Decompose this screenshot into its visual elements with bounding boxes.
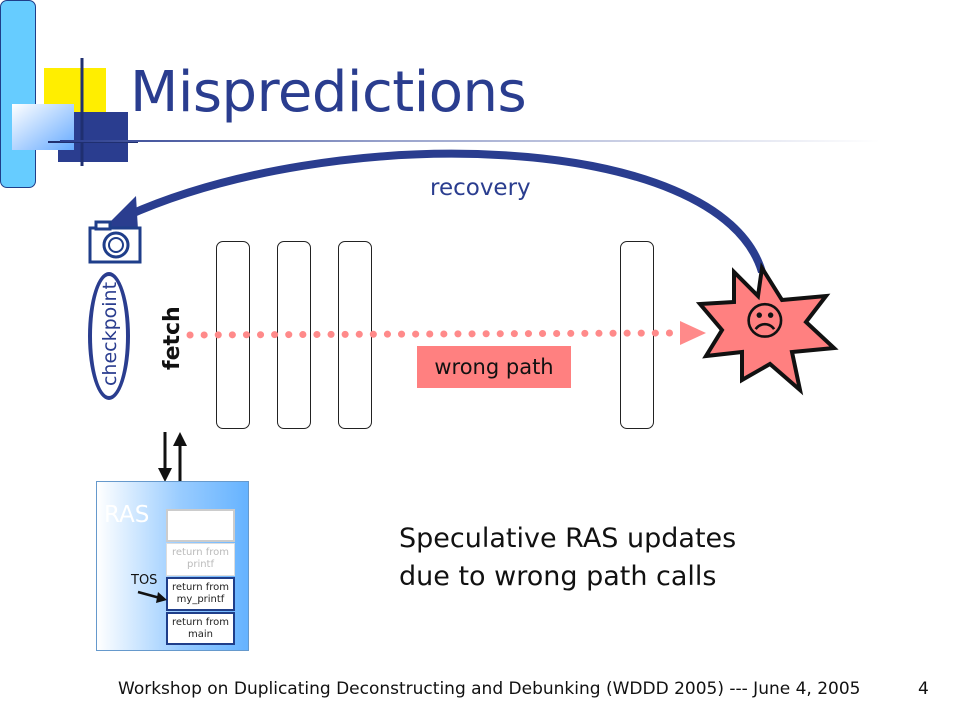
ras-entry-printf: return from printf — [166, 543, 235, 576]
speculative-line-2: due to wrong path calls — [399, 561, 717, 592]
checkpoint-ellipse — [88, 272, 130, 400]
fetch-to-ras-arrowhead — [158, 468, 172, 482]
page-number: 4 — [918, 679, 929, 699]
tos-arrow — [137, 590, 167, 603]
fetch-stage — [0, 0, 36, 188]
ras-entry-my-printf: return from my_printf — [166, 577, 235, 611]
pipeline-stage-4 — [338, 241, 372, 429]
title-underline — [60, 140, 880, 142]
frown-burst-icon — [695, 262, 839, 396]
ras-entry-empty — [166, 509, 235, 542]
frown-face-icon: ☹ — [744, 299, 786, 345]
camera-icon — [88, 220, 142, 264]
wrong-path-arrowhead — [680, 321, 706, 345]
wrong-path-label: wrong path — [417, 346, 571, 388]
page-title: Mispredictions — [130, 60, 527, 125]
footer: Workshop on Duplicating Deconstructing a… — [118, 679, 861, 699]
title-decoration — [12, 58, 138, 166]
speculative-ras-text: Speculative RAS updates due to wrong pat… — [399, 520, 736, 596]
recovery-arrow — [116, 149, 766, 274]
tos-label: TOS — [131, 573, 158, 588]
speculative-line-1: Speculative RAS updates — [399, 523, 737, 554]
wrong-path-dotted-line — [186, 329, 676, 339]
ras-to-fetch-arrowhead — [173, 432, 187, 446]
ras-entry-main: return from main — [166, 612, 235, 645]
ras-title: RAS — [104, 502, 150, 528]
recovery-arrowhead — [104, 196, 138, 230]
recovery-label: recovery — [430, 175, 531, 201]
